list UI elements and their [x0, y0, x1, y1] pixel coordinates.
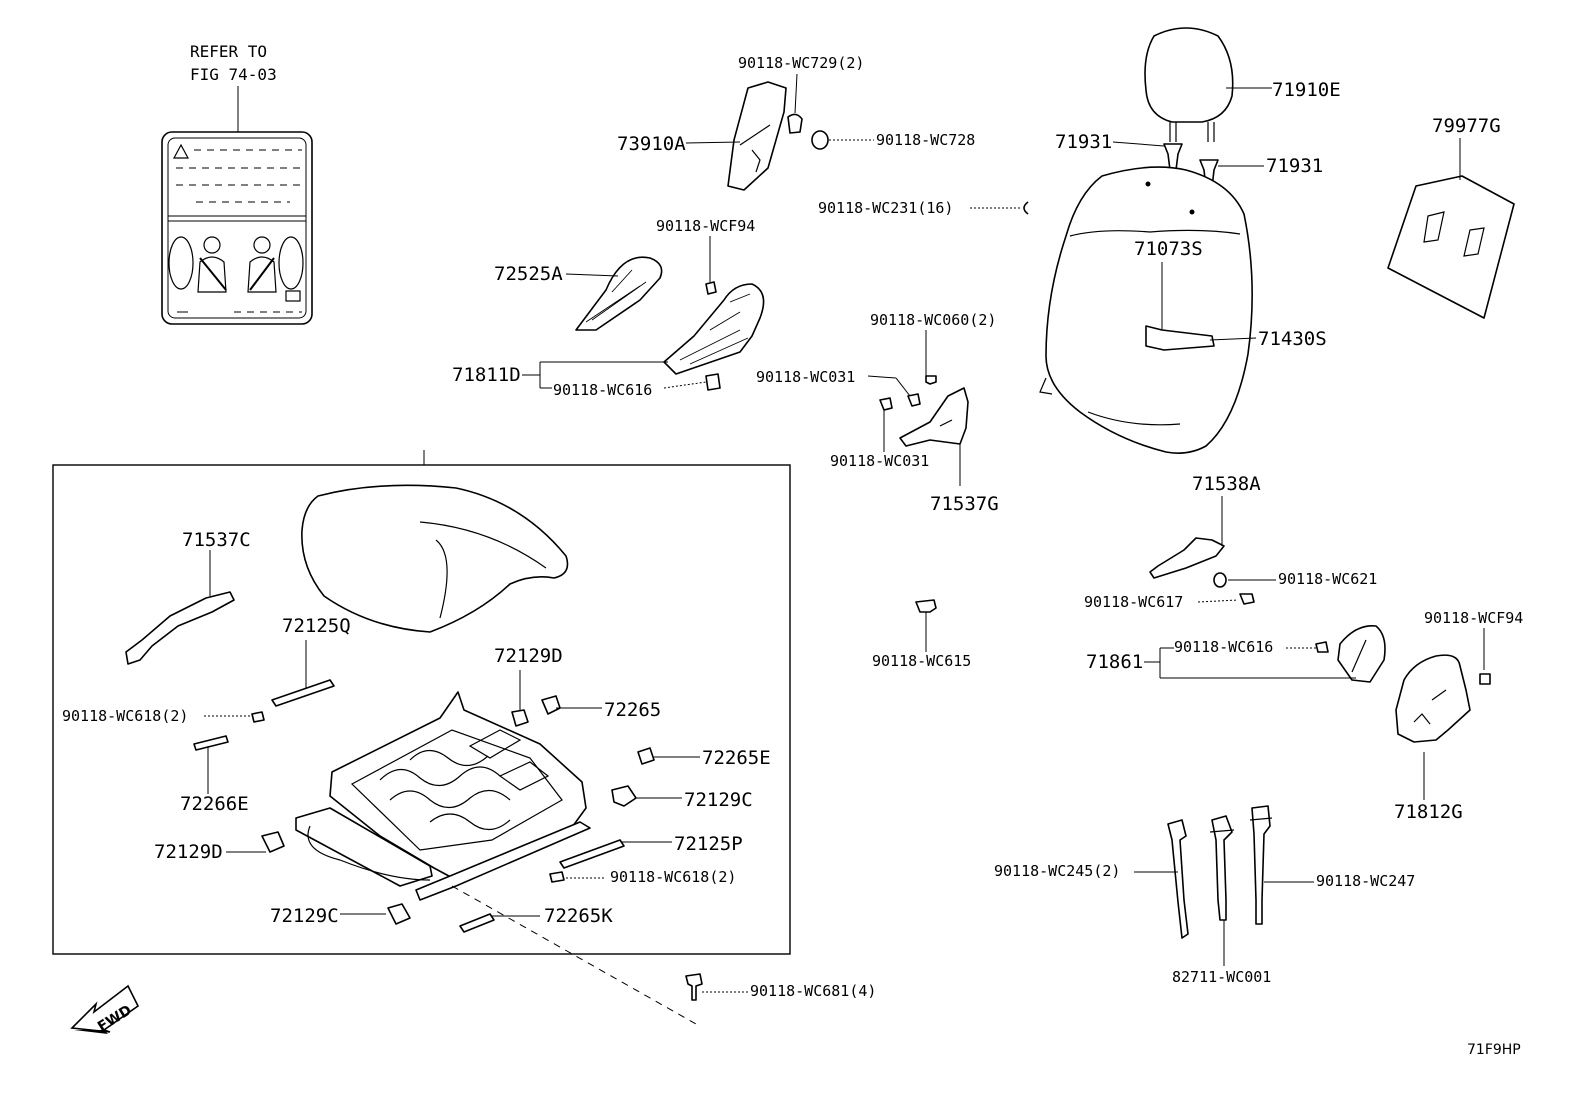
- label-90118-WC615: 90118-WC615: [872, 652, 971, 670]
- label-72125Q: 72125Q: [282, 615, 351, 637]
- label-72129C-bottom: 72129C: [270, 905, 339, 927]
- part-82711-WC001-clamp[interactable]: [1209, 815, 1235, 921]
- label-90118-WC616-left: 90118-WC616: [553, 381, 652, 399]
- bolt-90118-WC031-b[interactable]: [879, 397, 893, 411]
- part-72125Q-cover[interactable]: [271, 679, 335, 707]
- part-72265E-clip[interactable]: [637, 747, 655, 765]
- part-72265K-cover[interactable]: [459, 913, 495, 933]
- label-90118-WCF94-right: 90118-WCF94: [1424, 609, 1523, 627]
- label-90118-WC621: 90118-WC621: [1278, 570, 1377, 588]
- label-71931-right: 71931: [1266, 155, 1323, 177]
- label-72265K: 72265K: [544, 905, 613, 927]
- clip-90118-WC729[interactable]: [787, 113, 803, 134]
- part-seat-cushion-cover[interactable]: [301, 484, 569, 633]
- label-71537G: 71537G: [930, 493, 999, 515]
- part-71931-headrest-support-left[interactable]: [1163, 143, 1183, 171]
- screw-90118-WC617[interactable]: [1239, 593, 1255, 605]
- seat-cushion-assembly-box: [52, 450, 791, 955]
- part-73910A-garnish[interactable]: [727, 81, 787, 191]
- bolt-90118-WC060[interactable]: [925, 375, 937, 385]
- label-90118-WC231: 90118-WC231(16): [818, 199, 953, 217]
- label-72525A: 72525A: [494, 263, 563, 285]
- part-90118-WC245-cable-tie[interactable]: [1167, 819, 1189, 939]
- label-72265: 72265: [604, 699, 661, 721]
- label-72129C-right: 72129C: [684, 789, 753, 811]
- part-71811D-recliner-cover[interactable]: [663, 283, 765, 375]
- part-71537C-bracket[interactable]: [125, 591, 235, 665]
- label-82711-WC001: 82711-WC001: [1172, 968, 1271, 986]
- label-73910A: 73910A: [617, 133, 686, 155]
- part-72125P-cover[interactable]: [559, 839, 625, 869]
- part-71910E-headrest[interactable]: [1144, 27, 1234, 142]
- part-71073S-seatback-cover[interactable]: [1039, 166, 1253, 454]
- label-72125P: 72125P: [674, 833, 743, 855]
- fwd-arrow-icon: FWD: [70, 984, 140, 1035]
- label-71538A: 71538A: [1192, 473, 1261, 495]
- label-71861: 71861: [1086, 651, 1143, 673]
- part-72525A-recliner-cover[interactable]: [575, 256, 663, 331]
- label-72129D-bottom: 72129D: [154, 841, 223, 863]
- part-72265-clip[interactable]: [541, 695, 561, 715]
- label-71811D: 71811D: [452, 364, 521, 386]
- clip-90118-WC616-right[interactable]: [1315, 641, 1329, 653]
- label-71073S: 71073S: [1134, 238, 1203, 260]
- label-90118-WC729: 90118-WC729(2): [738, 54, 864, 72]
- label-72266E: 72266E: [180, 793, 249, 815]
- label-71931-left: 71931: [1055, 131, 1112, 153]
- label-79977G: 79977G: [1432, 115, 1501, 137]
- label-90118-WC681: 90118-WC681(4): [750, 982, 876, 1000]
- part-72129C-cap-right[interactable]: [611, 785, 637, 807]
- bolt-90118-WC681[interactable]: [685, 973, 703, 1001]
- label-71910E: 71910E: [1272, 79, 1341, 101]
- airbag-seatbelt-pictogram-icon: [168, 236, 304, 302]
- figure-code: 71F9HP: [1467, 1042, 1521, 1058]
- label-90118-WC031-b: 90118-WC031: [830, 452, 929, 470]
- figure-reference-text: FIG 74-03: [190, 65, 277, 84]
- hog-ring-90118-WC231[interactable]: [1023, 201, 1029, 215]
- refer-to-text: REFER TO: [190, 42, 267, 61]
- label-90118-WC245: 90118-WC245(2): [994, 862, 1120, 880]
- clip-90118-WC615[interactable]: [915, 599, 937, 613]
- label-90118-WC618-left: 90118-WC618(2): [62, 707, 188, 725]
- nut-90118-WC728[interactable]: [811, 130, 829, 150]
- washer-90118-WC621[interactable]: [1213, 572, 1227, 588]
- label-71537C: 71537C: [182, 529, 251, 551]
- label-90118-WC616-right: 90118-WC616: [1174, 638, 1273, 656]
- part-seat-frame-adjuster[interactable]: [295, 691, 591, 901]
- part-72129C-cap-bottom[interactable]: [387, 903, 411, 925]
- warning-label-card[interactable]: REFER TO FIG 74-03: [161, 42, 313, 325]
- part-79977G-pad[interactable]: [1387, 175, 1515, 319]
- label-72129D-top: 72129D: [494, 645, 563, 667]
- label-90118-WC618-right: 90118-WC618(2): [610, 868, 736, 886]
- screw-90118-WCF94-right[interactable]: [1479, 673, 1491, 685]
- label-90118-WC617: 90118-WC617: [1084, 593, 1183, 611]
- part-71861-cover[interactable]: [1337, 625, 1386, 683]
- label-90118-WC247: 90118-WC247: [1316, 872, 1415, 890]
- clip-90118-WC616[interactable]: [705, 373, 721, 391]
- label-71812G: 71812G: [1394, 801, 1463, 823]
- label-90118-WCF94-top: 90118-WCF94: [656, 217, 755, 235]
- label-90118-WC728: 90118-WC728: [876, 131, 975, 149]
- label-72265E: 72265E: [702, 747, 771, 769]
- part-72129D-cap-bottom[interactable]: [261, 831, 285, 853]
- bolt-90118-WC031-a[interactable]: [907, 393, 921, 407]
- warning-triangle-icon: [172, 143, 190, 159]
- part-71812G-cover[interactable]: [1395, 654, 1471, 743]
- part-71537G-bracket[interactable]: [899, 387, 969, 447]
- label-90118-WC060: 90118-WC060(2): [870, 311, 996, 329]
- part-71538A-bracket[interactable]: [1149, 537, 1225, 579]
- clip-90118-WC618-left[interactable]: [251, 711, 265, 723]
- part-71430S-cover-strap[interactable]: [1145, 325, 1215, 351]
- part-72129D-cap-top[interactable]: [511, 709, 529, 727]
- part-72266E-cover[interactable]: [193, 735, 229, 751]
- clip-90118-WC618-right[interactable]: [549, 871, 565, 883]
- screw-90118-WCF94[interactable]: [705, 281, 717, 295]
- label-71430S: 71430S: [1258, 328, 1327, 350]
- label-90118-WC031-a: 90118-WC031: [756, 368, 855, 386]
- part-90118-WC247-cable-tie[interactable]: [1249, 805, 1273, 925]
